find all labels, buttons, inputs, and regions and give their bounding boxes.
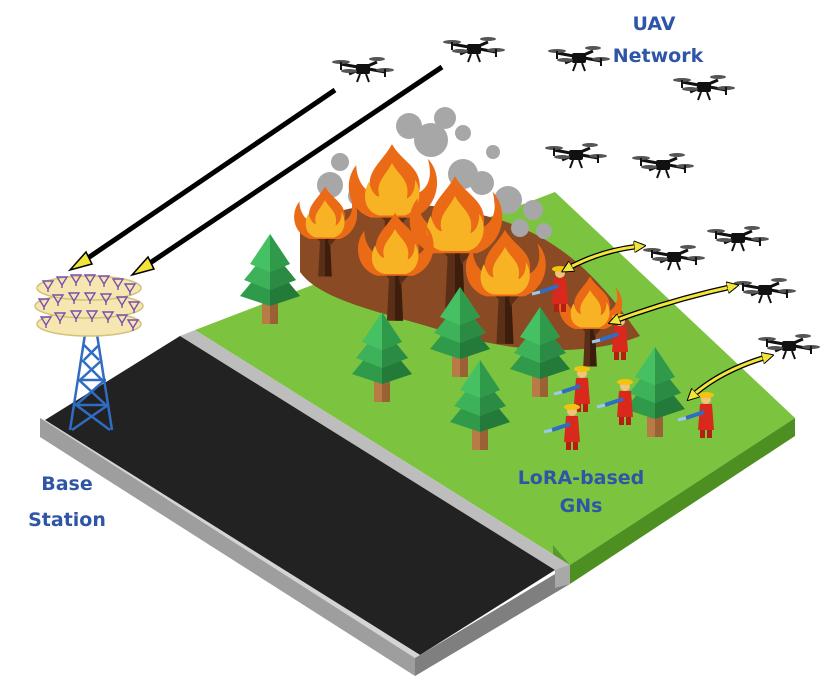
gn-label-line1: LoRA-based — [518, 467, 645, 489]
uav-label-line2: Network — [613, 45, 704, 67]
uav-network-label: UAV Network — [613, 13, 704, 67]
link-arrow — [565, 246, 770, 398]
uplink-arrow — [67, 64, 444, 277]
base-label-line2: Station — [28, 509, 106, 531]
gn-label-line2: GNs — [560, 495, 603, 517]
base-label-line1: Base — [41, 473, 93, 495]
smoke-icon — [317, 107, 552, 239]
uav-label-line1: UAV — [633, 13, 676, 35]
base-station-label: Base Station — [28, 473, 106, 531]
ground-nodes-label: LoRA-based GNs — [518, 467, 645, 517]
cell-tower-icon — [34, 274, 144, 432]
